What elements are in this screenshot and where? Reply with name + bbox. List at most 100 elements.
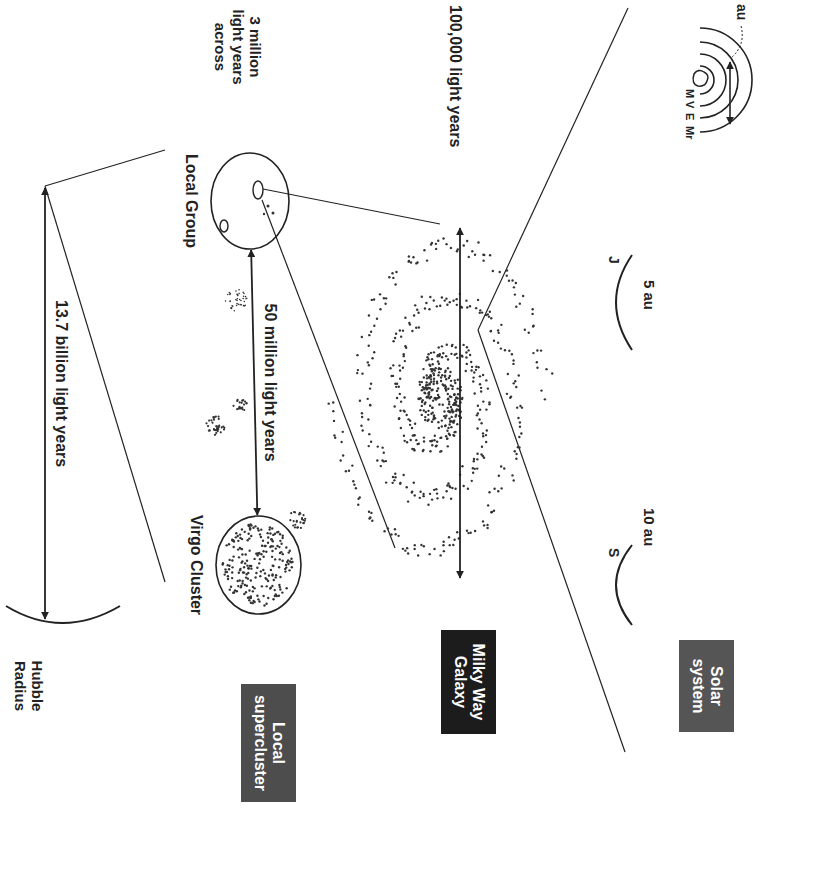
- star-dot: [515, 457, 517, 459]
- star-dot: [413, 482, 415, 484]
- star-dot: [411, 427, 413, 429]
- star-dot: [252, 600, 254, 602]
- ellipse-outline: [211, 153, 289, 249]
- star-dot: [536, 366, 538, 368]
- star-dot: [447, 482, 449, 484]
- star-dot: [399, 409, 401, 411]
- star-dot: [485, 408, 487, 410]
- star-dot: [433, 489, 435, 491]
- star-dot: [467, 532, 469, 534]
- star-dot: [279, 576, 281, 578]
- star-dot: [242, 298, 244, 300]
- star-dot: [531, 308, 533, 310]
- star-dot: [404, 360, 406, 362]
- star-dot: [434, 367, 436, 369]
- star-dot: [487, 504, 489, 506]
- star-dot: [241, 560, 243, 562]
- star-dot: [429, 387, 431, 389]
- star-dot: [361, 412, 363, 414]
- star-dot: [493, 488, 495, 490]
- star-dot: [442, 352, 444, 354]
- star-dot: [274, 533, 276, 535]
- star-dot: [449, 421, 451, 423]
- star-dot: [379, 293, 381, 295]
- star-dot: [483, 457, 485, 459]
- star-dot: [512, 479, 514, 481]
- star-dot: [453, 402, 455, 404]
- star-dot: [216, 428, 218, 430]
- star-dot: [434, 435, 436, 437]
- star-dot: [271, 550, 273, 552]
- star-dot: [471, 480, 473, 482]
- star-dot: [446, 407, 448, 409]
- star-dot: [435, 248, 437, 250]
- star-dot: [244, 553, 246, 555]
- star-dot: [448, 377, 450, 379]
- star-dot: [424, 307, 426, 309]
- star-dot: [482, 435, 484, 437]
- star-dot: [514, 380, 516, 382]
- star-dot: [269, 526, 271, 528]
- star-dot: [226, 571, 228, 573]
- star-dot: [429, 405, 431, 407]
- star-dot: [411, 330, 413, 332]
- star-dot: [334, 437, 336, 439]
- star-dot: [414, 304, 416, 306]
- scale-label: J: [606, 256, 622, 264]
- star-dot: [512, 359, 514, 361]
- star-dot: [431, 358, 433, 360]
- star-dot: [482, 374, 484, 376]
- star-dot: [421, 401, 423, 403]
- star-dot: [441, 356, 443, 358]
- star-dot: [434, 417, 436, 419]
- star-dot: [236, 305, 238, 307]
- title-box: Local supercluster: [241, 684, 296, 802]
- star-dot: [426, 356, 428, 358]
- star-dot: [369, 404, 371, 406]
- star-dot: [453, 539, 455, 541]
- ellipse-outline: [215, 515, 302, 615]
- star-dot: [431, 498, 433, 500]
- star-dot: [420, 544, 422, 546]
- star-dot: [227, 564, 229, 566]
- star-dot: [445, 388, 447, 390]
- star-dot: [249, 528, 251, 530]
- star-dot: [275, 574, 277, 576]
- star-dot: [451, 416, 453, 418]
- star-dot: [455, 396, 457, 398]
- star-dot: [238, 289, 240, 291]
- star-dot: [466, 530, 468, 532]
- star-dot: [248, 599, 250, 601]
- star-dot: [426, 374, 428, 376]
- star-dot: [425, 384, 427, 386]
- star-dot: [430, 413, 432, 415]
- cluster-name: Virgo Cluster: [187, 515, 205, 615]
- star-dot: [455, 397, 457, 399]
- star-dot: [448, 417, 450, 419]
- star-dot: [474, 530, 476, 532]
- star-dot: [444, 425, 446, 427]
- star-dot: [511, 353, 513, 355]
- star-dot: [261, 544, 263, 546]
- star-dot: [269, 587, 271, 589]
- star-dot: [270, 587, 272, 589]
- star-dot: [428, 391, 430, 393]
- scale-label: au: [734, 4, 750, 20]
- star-dot: [272, 598, 274, 600]
- star-dot: [404, 317, 406, 319]
- star-dot: [414, 494, 416, 496]
- star-dot: [407, 552, 409, 554]
- star-dot: [477, 366, 479, 368]
- star-dot: [432, 363, 434, 365]
- star-dot: [445, 490, 447, 492]
- star-dot: [288, 569, 290, 571]
- star-dot: [413, 448, 415, 450]
- star-dot: [275, 576, 277, 578]
- star-dot: [235, 290, 237, 292]
- star-dot: [287, 563, 289, 565]
- star-dot: [241, 528, 243, 530]
- star-dot: [493, 510, 495, 512]
- star-dot: [503, 467, 505, 469]
- scale-label: 10 au: [641, 508, 658, 546]
- star-dot: [457, 393, 459, 395]
